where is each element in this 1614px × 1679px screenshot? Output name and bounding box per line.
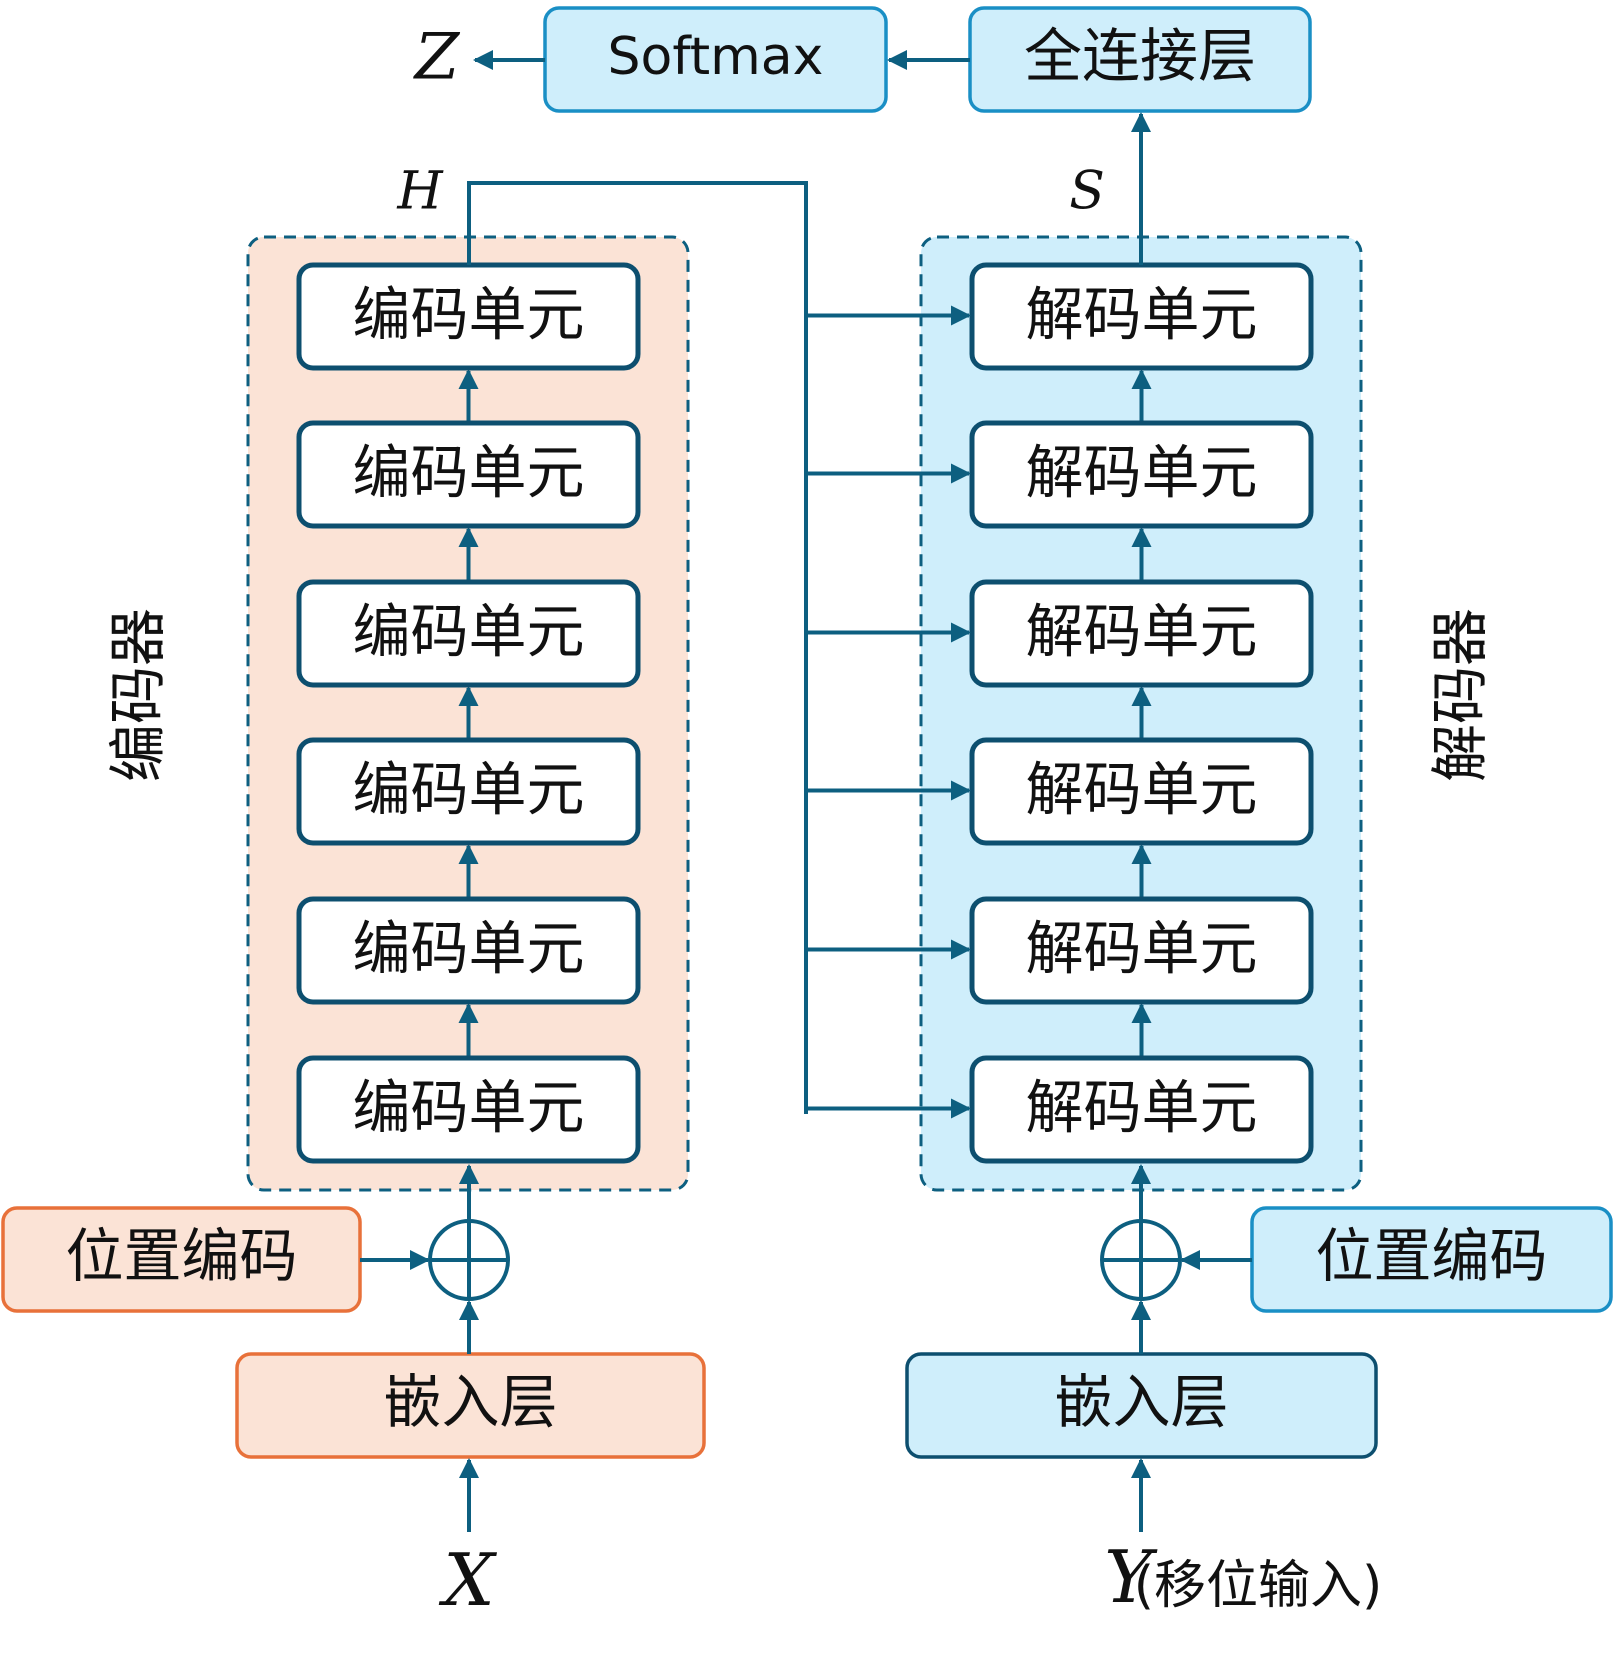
encoder-embedding-box: 嵌入层 — [235, 1352, 706, 1459]
encoder-unit-box — [296, 896, 641, 1005]
decoder-unit-box — [969, 579, 1314, 688]
encoder-adder-icon — [428, 1219, 510, 1301]
decoder-unit: 解码单元 — [969, 262, 1314, 371]
encoder-unit-box — [296, 737, 641, 846]
output-z-label: Z — [413, 21, 461, 95]
decoder-unit-box — [969, 737, 1314, 846]
encoder-input-x-label: X — [438, 1538, 497, 1622]
encoder-unit: 编码单元 — [296, 896, 641, 1005]
encoder-unit-box — [296, 420, 641, 529]
decoder-positional-label: 位置编码 — [1315, 1222, 1547, 1290]
h-connector-line — [467, 181, 808, 1114]
decoder-unit: 解码单元 — [969, 420, 1314, 529]
encoder-unit-label: 编码单元 — [352, 281, 584, 349]
decoder-unit-box — [969, 1055, 1314, 1164]
decoder-positional-box: 位置编码 — [1250, 1206, 1613, 1313]
encoder-unit: 编码单元 — [296, 420, 641, 529]
decoder-unit-box — [969, 420, 1314, 529]
decoder-side-label: 解码器 — [1426, 608, 1494, 782]
hidden-h-label: H — [396, 162, 444, 222]
encoder-unit-box — [296, 579, 641, 688]
decoder-input-y-label: Y — [1104, 1535, 1158, 1619]
decoder-unit-label: 解码单元 — [1025, 915, 1257, 983]
state-s-label: S — [1069, 162, 1105, 222]
encoder-unit-box — [296, 1055, 641, 1164]
decoder-unit-label: 解码单元 — [1025, 439, 1257, 507]
encoder-unit-label: 编码单元 — [352, 1074, 584, 1142]
softmax-label: Softmax — [608, 27, 824, 87]
encoder-embedding-label: 嵌入层 — [383, 1368, 557, 1436]
encoder-positional-label: 位置编码 — [65, 1222, 297, 1290]
decoder-unit-box — [969, 896, 1314, 1005]
decoder-input-note: (移位输入) — [1134, 1556, 1383, 1616]
encoder-unit-label: 编码单元 — [352, 915, 584, 983]
decoder-unit-label: 解码单元 — [1025, 281, 1257, 349]
encoder-unit-label: 编码单元 — [352, 756, 584, 824]
decoder-unit-label: 解码单元 — [1025, 598, 1257, 666]
decoder-embedding-box: 嵌入层 — [905, 1352, 1378, 1459]
decoder-unit-label: 解码单元 — [1025, 1074, 1257, 1142]
decoder-unit: 解码单元 — [969, 579, 1314, 688]
decoder-unit: 解码单元 — [969, 896, 1314, 1005]
encoder-unit: 编码单元 — [296, 579, 641, 688]
encoder-side-label: 编码器 — [104, 608, 172, 782]
encoder-unit: 编码单元 — [296, 1055, 641, 1164]
fully-connected-box: 全连接层 — [968, 6, 1312, 113]
encoder-unit-label: 编码单元 — [352, 439, 584, 507]
encoder-positional-box: 位置编码 — [1, 1206, 362, 1313]
decoder-unit: 解码单元 — [969, 1055, 1314, 1164]
decoder-unit: 解码单元 — [969, 737, 1314, 846]
decoder-embedding-label: 嵌入层 — [1054, 1368, 1228, 1436]
decoder-unit-label: 解码单元 — [1025, 756, 1257, 824]
fc-label: 全连接层 — [1024, 22, 1256, 90]
encoder-unit: 编码单元 — [296, 262, 641, 371]
softmax-box: Softmax — [543, 6, 888, 113]
encoder-unit-label: 编码单元 — [352, 598, 584, 666]
encoder-unit: 编码单元 — [296, 737, 641, 846]
decoder-adder-icon — [1100, 1219, 1182, 1301]
